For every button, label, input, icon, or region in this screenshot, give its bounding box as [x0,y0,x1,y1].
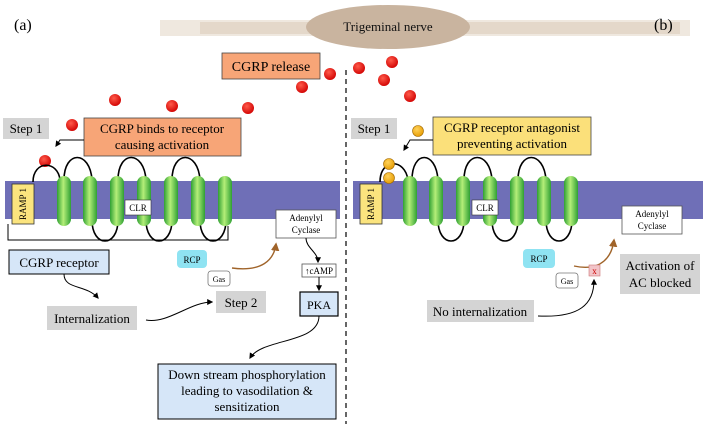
rcp-b-label: RCP [530,254,547,264]
step1-a-label: Step 1 [10,121,43,136]
downstream-box: Down stream phosphorylation leading to v… [157,363,337,420]
internalization-box: Internalization [47,306,137,330]
no-internalization-label: No internalization [433,304,528,319]
ramp1-b: RAMP 1 [359,183,383,225]
gas-a-label: Gas [213,275,225,284]
binds-text-1: CGRP binds to receptor [100,121,225,136]
clr-a-label: CLR [129,203,147,213]
panel-a-label: (a) [14,17,32,34]
antagonist-line2: preventing activation [457,136,568,151]
binds-text-2: causing activation [115,137,210,152]
cgrp-molecule [242,102,254,114]
cgrp-bound-molecule [39,155,51,167]
gas-a: Gas [207,270,231,287]
cgrp-molecule [324,68,336,80]
cgrp-molecule [296,81,308,93]
cgrp-molecule [353,62,365,74]
cgrp-molecule [109,94,121,106]
cgrp-molecule [404,90,416,102]
cgrp-molecule [378,74,390,86]
cgrp-receptor-label: CGRP receptor [19,255,99,270]
step1-a: Step 1 [3,118,49,139]
ac-blocked-box: Activation of AC blocked [620,254,700,294]
ac-blocked-line1: Activation of [626,258,696,273]
antagonist-box: CGRP receptor antagonist preventing acti… [432,116,592,156]
ramp1-a: RAMP 1 [11,183,35,225]
ramp1-b-label: RAMP 1 [366,188,376,220]
antagonist-molecule [412,125,424,137]
downstream-line1: Down stream phosphorylation [168,367,326,382]
nerve-label: Trigeminal nerve [343,19,433,34]
ac-a-line2: Cyclase [292,225,321,235]
rcp-b: RCP [523,249,555,268]
camp-box: ↑cAMP [301,263,337,278]
cgrp-release-box: CGRP release [221,52,321,80]
step2-label: Step 2 [225,295,258,310]
receptor-bracket-a [7,224,229,241]
cgrp-release-label: CGRP release [232,60,310,75]
antagonist-molecules [383,125,424,184]
clr-a: CLR [124,199,152,216]
gas-b: Gas [555,272,579,289]
clr-b: CLR [471,199,499,216]
cgrp-molecules [39,56,416,167]
step1-b: Step 1 [351,118,397,139]
activation-arrow-a [231,242,280,270]
cgrp-molecule [386,56,398,68]
antagonist-line1: CGRP receptor antagonist [444,120,580,135]
camp-label: ↑cAMP [305,266,333,276]
internalization-label: Internalization [54,311,130,326]
ac-b-line2: Cyclase [638,221,667,231]
ramp1-a-label: RAMP 1 [18,188,28,220]
cgrp-molecule [66,119,78,131]
step2: Step 2 [216,291,266,313]
blocked-marker: x [588,264,601,277]
step1-b-label: Step 1 [358,121,391,136]
ac-a-line1: Adenylyl [289,213,323,223]
binds-box: CGRP binds to receptor causing activatio… [83,117,242,157]
pka-box: PKA [299,291,339,317]
clr-b-label: CLR [476,203,494,213]
gas-b-label: Gas [561,277,573,286]
trigeminal-nerve: Trigeminal nerve [160,5,690,49]
receptor-a-loops [32,156,227,242]
cgrp-receptor-box: CGRP receptor [8,249,110,275]
helices-b [403,176,578,226]
activation-arrow-b [573,238,618,268]
ac-b-line1: Adenylyl [635,209,669,219]
downstream-line3: sensitization [215,399,280,414]
antagonist-bound-molecule [383,158,395,170]
ac-blocked-line2: AC blocked [629,275,692,290]
rcp-a-label: RCP [183,255,200,265]
no-internalization-box: No internalization [427,300,534,322]
blocked-x: x [592,266,597,276]
adenylyl-cyclase-b: Adenylyl Cyclase [621,205,683,235]
downstream-line2: leading to vasodilation & [181,383,313,398]
cgrp-molecule [166,100,178,112]
pka-label: PKA [307,298,331,312]
antagonist-bound-molecule [383,172,395,184]
rcp-a: RCP [177,250,207,268]
panel-b-label: (b) [654,17,673,34]
adenylyl-cyclase-a: Adenylyl Cyclase [275,209,337,239]
